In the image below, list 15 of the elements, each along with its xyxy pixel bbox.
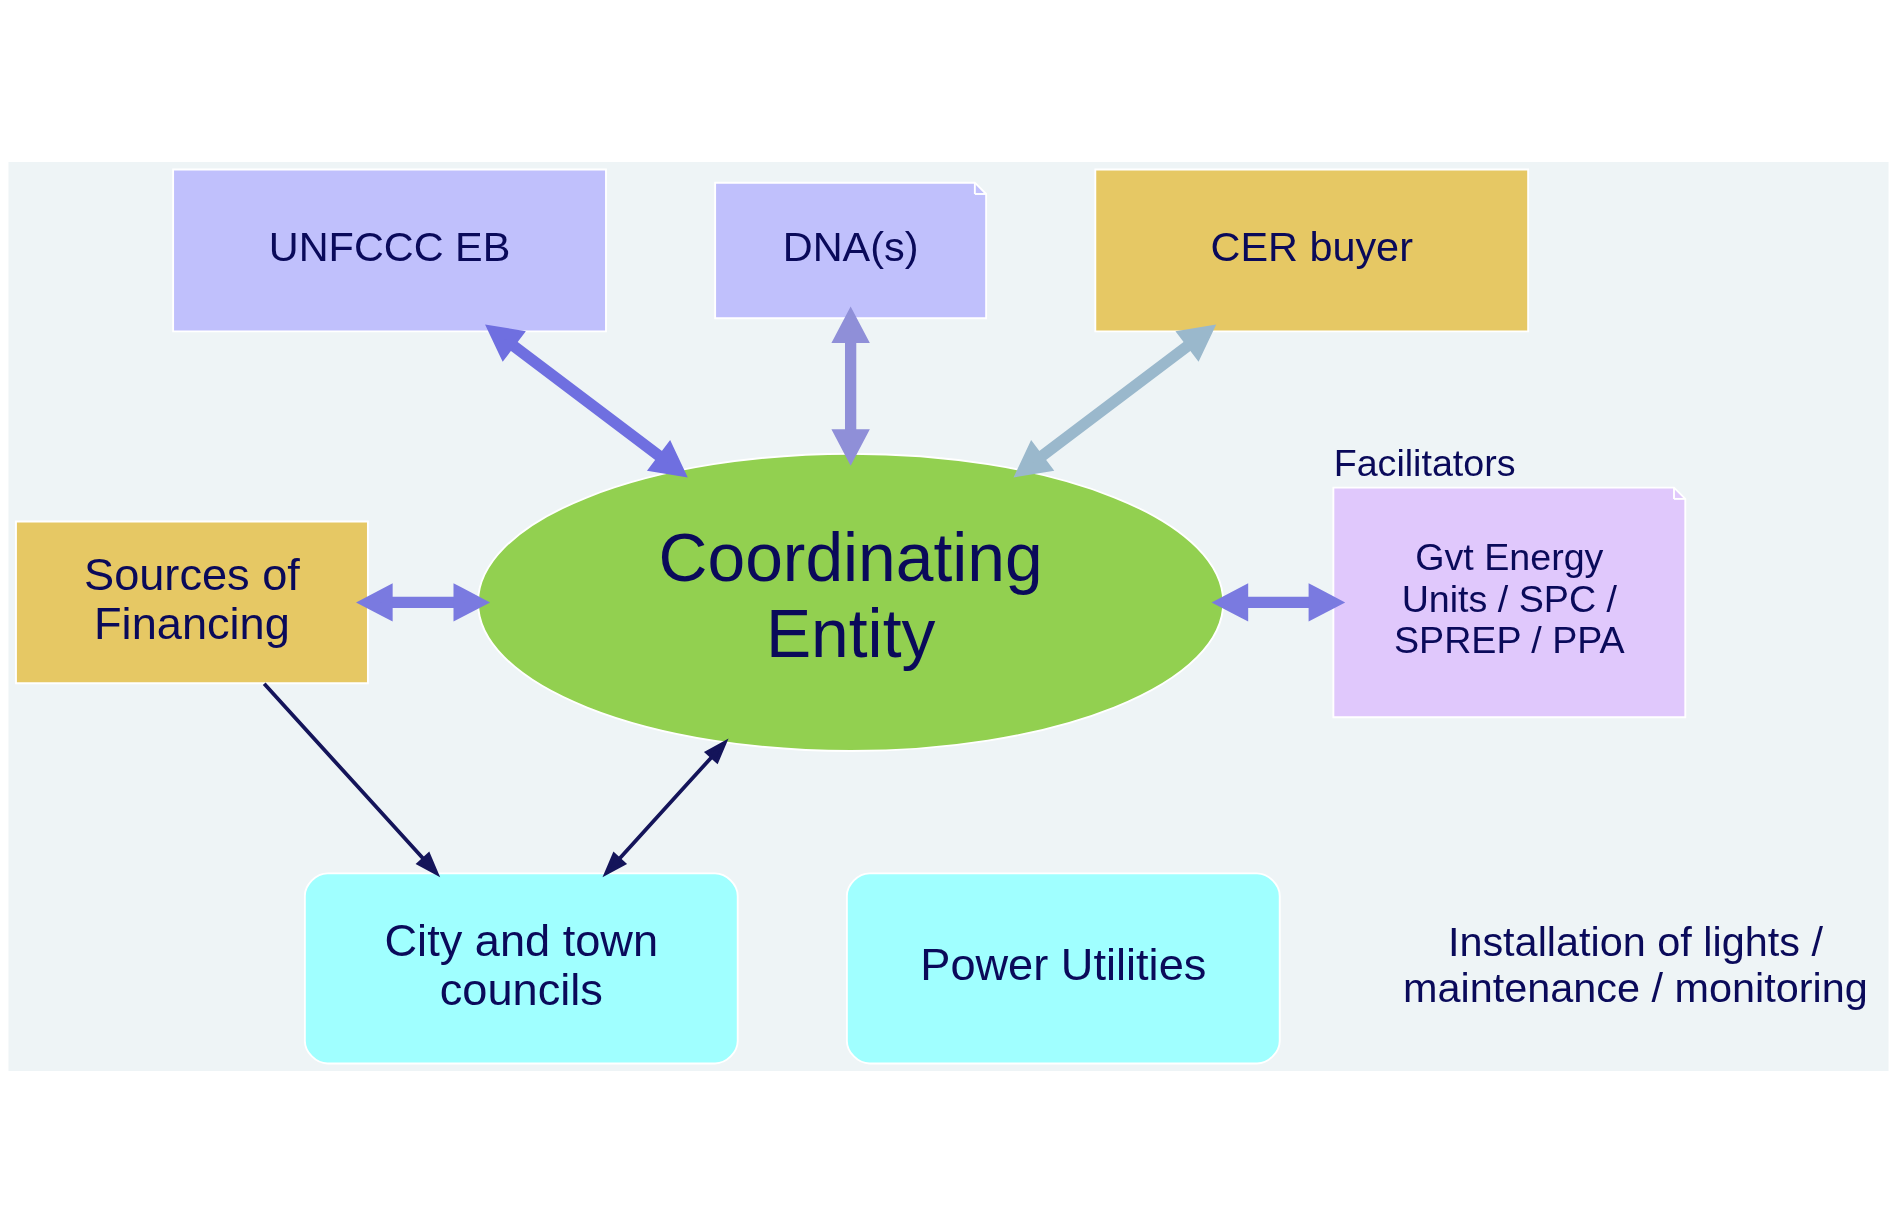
arrow [1013,323,1217,478]
node-box: Power Utilities [845,871,1281,1064]
arrow [262,682,441,877]
node-box: UNFCCC EB [172,168,607,332]
node-box: CER buyer [1094,168,1530,332]
arrow [831,306,870,466]
node-ellipse: Coordinating Entity [477,452,1225,752]
arrow [1211,582,1346,622]
arrow [356,582,491,622]
node-box: Sources of Financing [15,520,369,684]
node-label: Facilitators [1333,441,1516,484]
node-box: City and town councils [303,871,739,1064]
label: Installation of lights / maintenance / monitoring [1403,918,1868,1011]
arrow [485,323,688,478]
arrow [602,738,729,877]
